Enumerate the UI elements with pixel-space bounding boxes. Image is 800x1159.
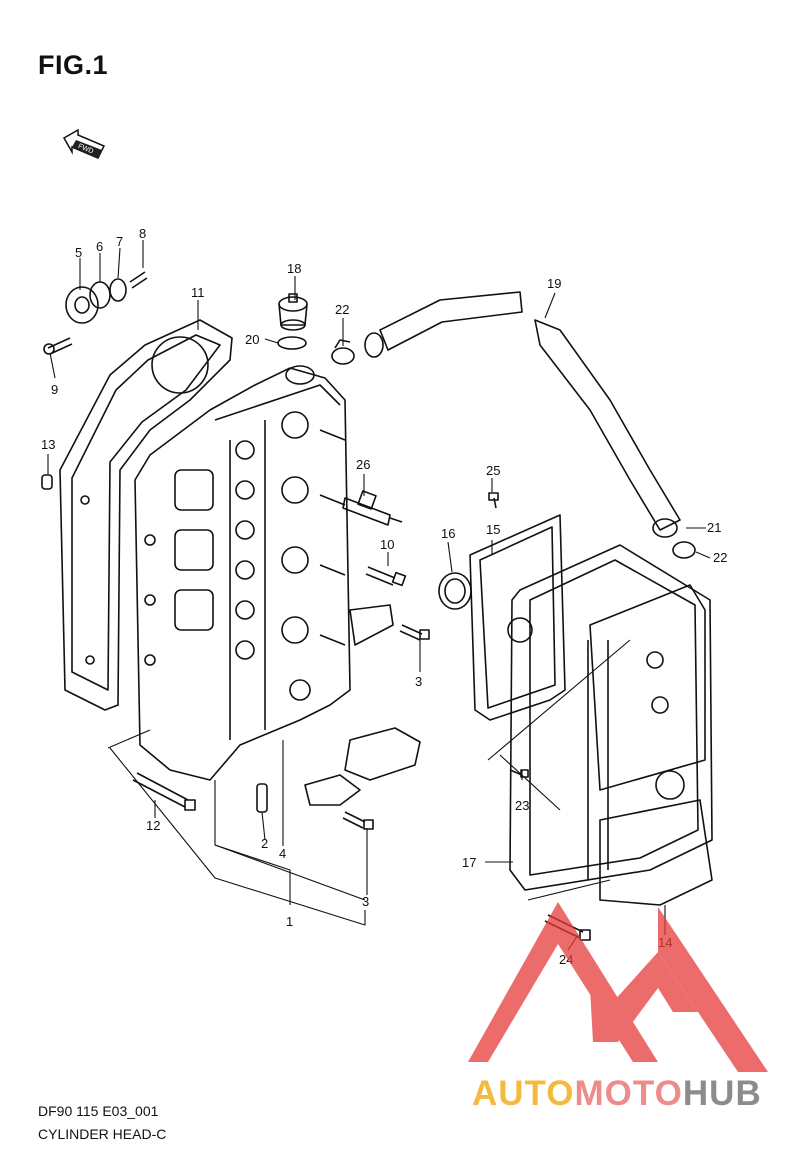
callout-13: 13: [41, 437, 55, 452]
bolts: [132, 492, 591, 941]
automotohub-logo-icon: [468, 902, 768, 1072]
callout-23: 23: [515, 798, 529, 813]
callout-9: 9: [51, 382, 58, 397]
callout-18: 18: [287, 261, 301, 276]
dowel-pins: [41, 474, 268, 813]
callout-2: 2: [261, 836, 268, 851]
callout-labels: 1 2 3 3 4 5 6 7 8 9 10 11 12 13 14 15 16…: [41, 226, 727, 967]
figure-title: FIG.1: [38, 50, 109, 80]
cover-gasket: [469, 514, 566, 721]
callout-19: 19: [547, 276, 561, 291]
cylinder-head: [134, 365, 351, 781]
callout-10: 10: [380, 537, 394, 552]
callout-21: 21: [707, 520, 721, 535]
callout-5: 5: [75, 245, 82, 260]
watermark-text: AUTOMOTOHUB: [472, 1074, 762, 1114]
forward-arrow-icon: FWD: [62, 128, 106, 159]
hose-clamp: [331, 339, 696, 559]
callout-22b: 22: [713, 550, 727, 565]
breather-hose: [364, 291, 681, 538]
spark-plug: [342, 490, 403, 526]
callout-22a: 22: [335, 302, 349, 317]
callout-7: 7: [116, 234, 123, 249]
callout-1: 1: [286, 914, 293, 929]
watermark-hub: HUB: [682, 1074, 762, 1113]
callout-6: 6: [96, 239, 103, 254]
watermark-moto: MOTO: [574, 1074, 683, 1113]
cover-plate: [599, 799, 713, 906]
callout-20: 20: [245, 332, 259, 347]
diagram-code: DF90 115 E03_001: [38, 1103, 159, 1119]
diagram-subtitle: CYLINDER HEAD-C: [38, 1126, 167, 1142]
callout-25: 25: [486, 463, 500, 478]
watermark-auto: AUTO: [472, 1074, 575, 1113]
callout-3a: 3: [415, 674, 422, 689]
callout-26: 26: [356, 457, 370, 472]
callout-11: 11: [191, 285, 205, 300]
cylinder-head-cover: [509, 544, 713, 891]
callout-4: 4: [279, 846, 286, 861]
callout-8: 8: [139, 226, 146, 241]
callout-16: 16: [441, 526, 455, 541]
oil-seal: [438, 572, 472, 610]
callout-12: 12: [146, 818, 160, 833]
callout-17: 17: [462, 855, 476, 870]
camshaft-caps: [304, 604, 421, 806]
thermostat-cover: [43, 271, 148, 355]
leader-lines: [47, 240, 711, 951]
cylinder-head-gasket: [59, 319, 233, 711]
filler-cap: [277, 293, 308, 350]
callout-15: 15: [486, 522, 500, 537]
callout-3b: 3: [362, 894, 369, 909]
